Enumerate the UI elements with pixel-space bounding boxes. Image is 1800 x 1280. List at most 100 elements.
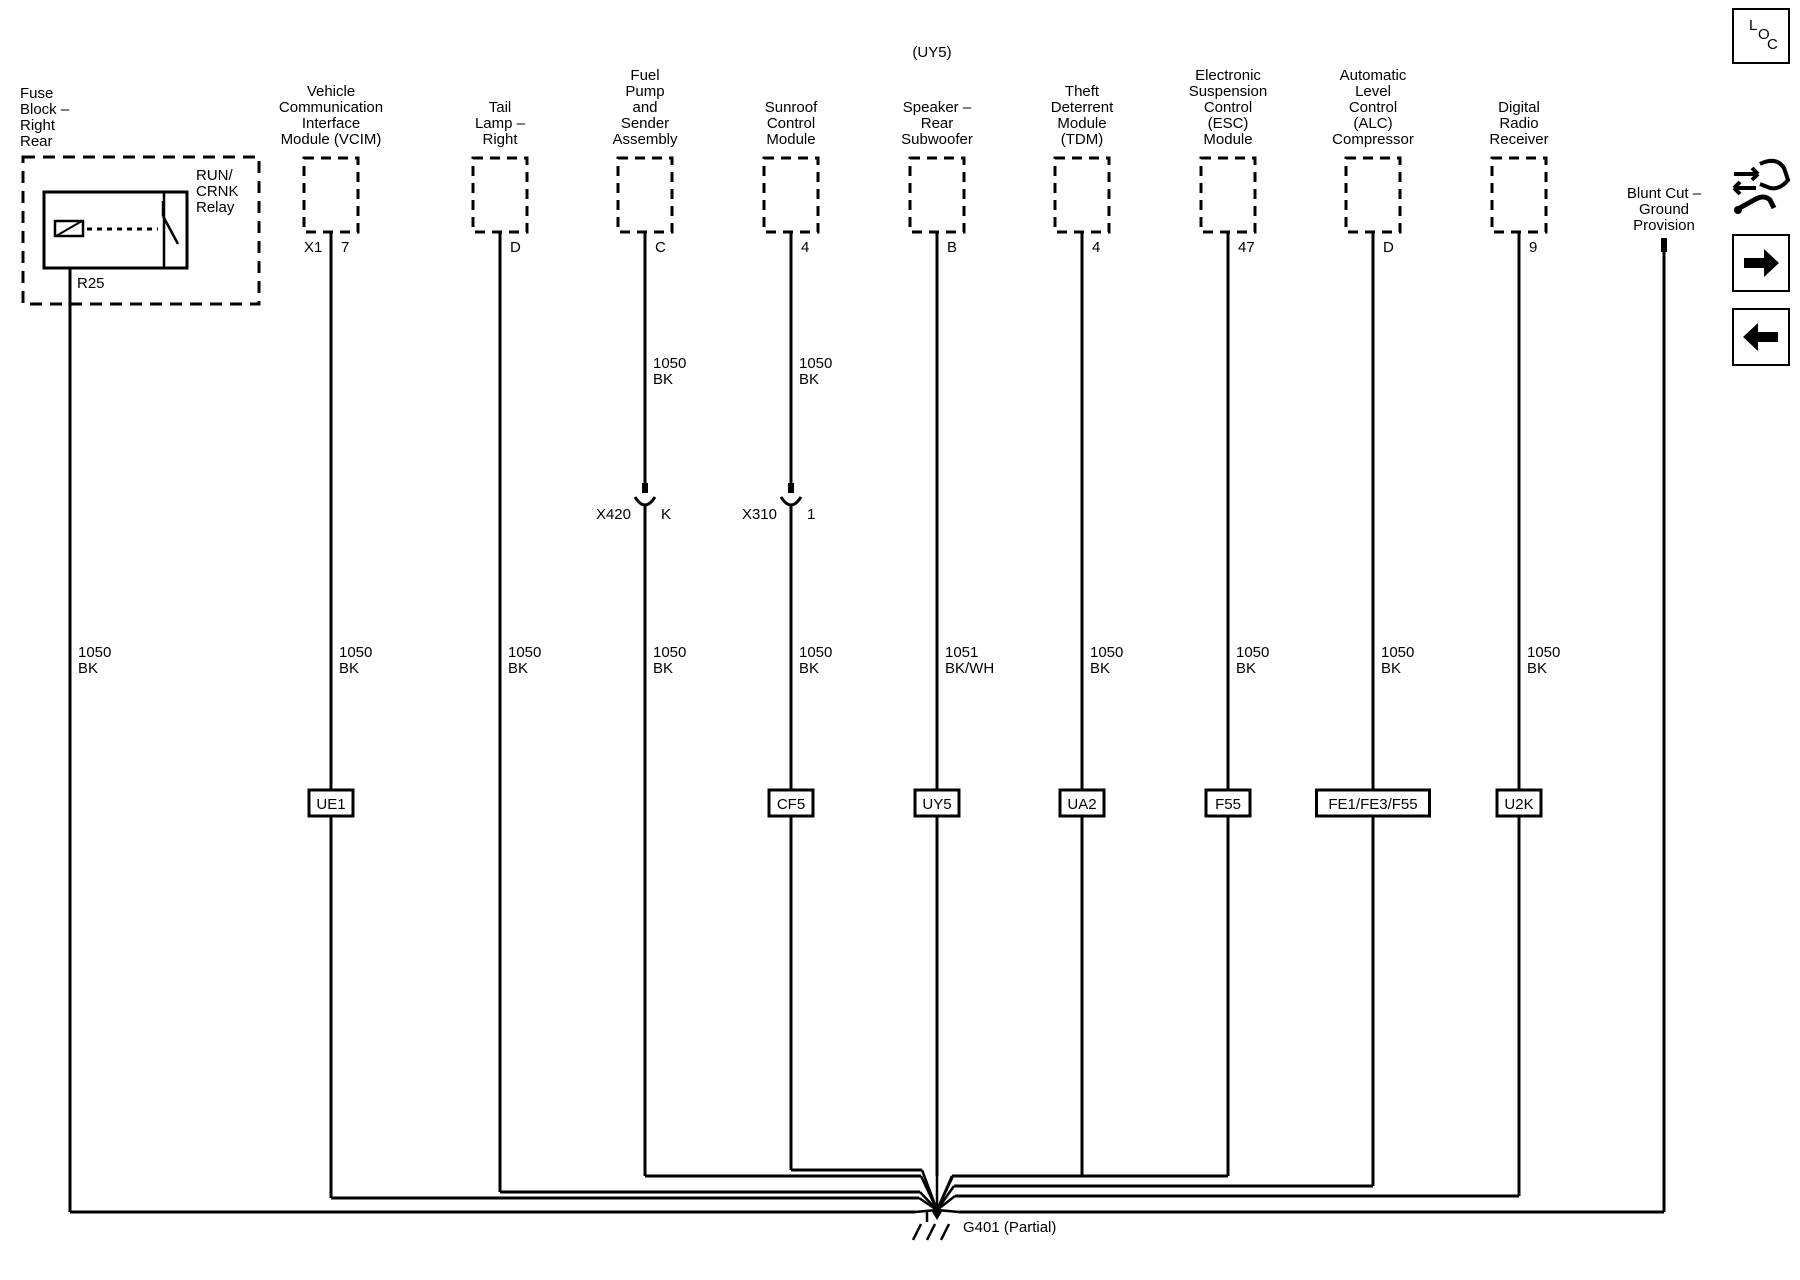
component-name-fuel-pump-line: Fuel xyxy=(630,67,659,84)
fuse-block-outline xyxy=(21,155,261,306)
inline-pin-label-sunroof: 1 xyxy=(807,506,815,523)
component-name-fuel-pump-line: Sender xyxy=(621,115,669,132)
component-name-tail-lamp-line: Lamp – xyxy=(475,115,526,132)
wire-circuit-label-vcim: 1050 xyxy=(339,644,372,661)
wire-color-label-esc: BK xyxy=(1236,660,1256,677)
relay-name-line: CRNK xyxy=(196,183,239,200)
pin-label-tdm: 4 xyxy=(1092,239,1100,256)
wire-circuit-upper-fuel-pump: 1050 xyxy=(653,355,686,372)
wire-circuit-label: 1050 xyxy=(78,644,111,661)
component-box-speaker xyxy=(908,156,966,234)
wire-connector-icon xyxy=(1732,158,1791,214)
component-name-sunroof-line: Sunroof xyxy=(765,99,818,116)
option-box-sunroof xyxy=(767,788,815,818)
wire-color-label-sunroof: BK xyxy=(799,660,819,677)
arrow-right-icon xyxy=(1744,249,1779,277)
component-box-sunroof xyxy=(762,156,820,234)
option-label-sunroof: CF5 xyxy=(777,796,805,813)
component-name-alc-line: Automatic xyxy=(1340,67,1407,84)
fuse-block-name-line: Block – xyxy=(20,101,70,118)
ground-converge-radio xyxy=(936,1195,956,1211)
component-name-sunroof-line: Control xyxy=(767,115,815,132)
component-name-esc-line: Control xyxy=(1204,99,1252,116)
wire-circuit-label-alc: 1050 xyxy=(1381,644,1414,661)
next-page-button[interactable] xyxy=(1732,234,1790,292)
option-label-vcim: UE1 xyxy=(316,796,345,813)
ground-symbol-stroke xyxy=(939,1223,951,1241)
option-label-radio: U2K xyxy=(1504,796,1533,813)
wire-circuit-label-tail-lamp: 1050 xyxy=(508,644,541,661)
component-name-radio-line: Radio xyxy=(1499,115,1538,132)
blunt-cut-name-line: Provision xyxy=(1633,217,1695,234)
wire-circuit-label-radio: 1050 xyxy=(1527,644,1560,661)
inline-pin-sunroof xyxy=(788,483,794,493)
component-name-tdm-line: Deterrent xyxy=(1051,99,1114,116)
wire-circuit-label-fuel-pump: 1050 xyxy=(653,644,686,661)
component-name-tdm-line: (TDM) xyxy=(1061,131,1103,148)
ground-converge-alc xyxy=(935,1185,956,1211)
component-name-fuel-pump-line: and xyxy=(632,99,657,116)
option-label-speaker: UY5 xyxy=(922,796,951,813)
previous-page-button[interactable] xyxy=(1732,308,1790,366)
connector-view-button[interactable] xyxy=(1730,150,1792,222)
ground-converge-sunroof xyxy=(920,1169,939,1211)
loc-letter-o: O xyxy=(1758,26,1770,43)
relay-name-line: RUN/ xyxy=(196,167,233,184)
wire-color-label-radio: BK xyxy=(1527,660,1547,677)
loc-icon: L O C xyxy=(1734,10,1788,62)
component-box-tdm xyxy=(1053,156,1111,234)
relay-coil-symbol xyxy=(53,219,85,238)
relay-switch-blade xyxy=(161,215,180,245)
blunt-cut-name-line: Blunt Cut – xyxy=(1627,185,1702,202)
component-name-speaker-line: Subwoofer xyxy=(901,131,973,148)
component-box-esc xyxy=(1199,156,1257,234)
loc-letter-c: C xyxy=(1767,36,1778,53)
option-code-label: (UY5) xyxy=(912,44,951,61)
wire-color-label-tdm: BK xyxy=(1090,660,1110,677)
ground-junction xyxy=(931,1210,943,1220)
component-name-esc-line: Electronic xyxy=(1195,67,1261,84)
wire-circuit-upper-sunroof: 1050 xyxy=(799,355,832,372)
loc-button[interactable]: L O C xyxy=(1732,8,1790,64)
fuse-block-name-line: Rear xyxy=(20,133,53,150)
component-name-fuel-pump-line: Pump xyxy=(625,83,664,100)
pin-label-fuel-pump: C xyxy=(655,239,666,256)
relay-name-line: Relay xyxy=(196,199,235,216)
component-name-esc-line: (ESC) xyxy=(1208,115,1249,132)
wire-color-label-alc: BK xyxy=(1381,660,1401,677)
inline-connector-fuel-pump xyxy=(633,496,657,507)
component-name-speaker-line: Rear xyxy=(921,115,954,132)
inline-connector-label-sunroof: X310 xyxy=(742,506,777,523)
option-box-speaker xyxy=(913,788,961,818)
inline-pin-label-fuel-pump: K xyxy=(661,506,671,523)
loc-letter-l: L xyxy=(1749,17,1758,34)
option-box-esc xyxy=(1204,788,1252,818)
wire-color-upper-fuel-pump: BK xyxy=(653,371,673,388)
ground-symbol-stroke xyxy=(925,1223,937,1241)
component-name-vcim-line: Vehicle xyxy=(307,83,355,100)
option-box-tdm xyxy=(1058,788,1106,818)
option-label-tdm: UA2 xyxy=(1067,796,1096,813)
wire-color-upper-sunroof: BK xyxy=(799,371,819,388)
relay-coil-diagonal xyxy=(55,220,83,237)
pin-label-speaker: B xyxy=(947,239,957,256)
component-box-fuel-pump xyxy=(616,156,674,234)
pin-label-esc: 47 xyxy=(1238,239,1255,256)
wire-circuit-label-tdm: 1050 xyxy=(1090,644,1123,661)
component-name-esc-line: Suspension xyxy=(1189,83,1267,100)
component-name-esc-line: Module xyxy=(1203,131,1252,148)
wire-color-label: BK xyxy=(78,660,98,677)
component-name-alc-line: Compressor xyxy=(1332,131,1414,148)
inline-pin-fuel-pump xyxy=(642,483,648,493)
pin-label-tail-lamp: D xyxy=(510,239,521,256)
ground-symbol-stroke xyxy=(911,1223,923,1241)
component-box-vcim xyxy=(302,156,360,234)
pin-label-vcim: 7 xyxy=(341,239,349,256)
option-box-alc xyxy=(1315,788,1431,818)
blunt-cut-name-line: Ground xyxy=(1639,201,1689,218)
option-label-esc: F55 xyxy=(1215,796,1241,813)
component-name-alc-line: Control xyxy=(1349,99,1397,116)
component-name-vcim-line: Module (VCIM) xyxy=(281,131,382,148)
component-name-sunroof-line: Module xyxy=(766,131,815,148)
